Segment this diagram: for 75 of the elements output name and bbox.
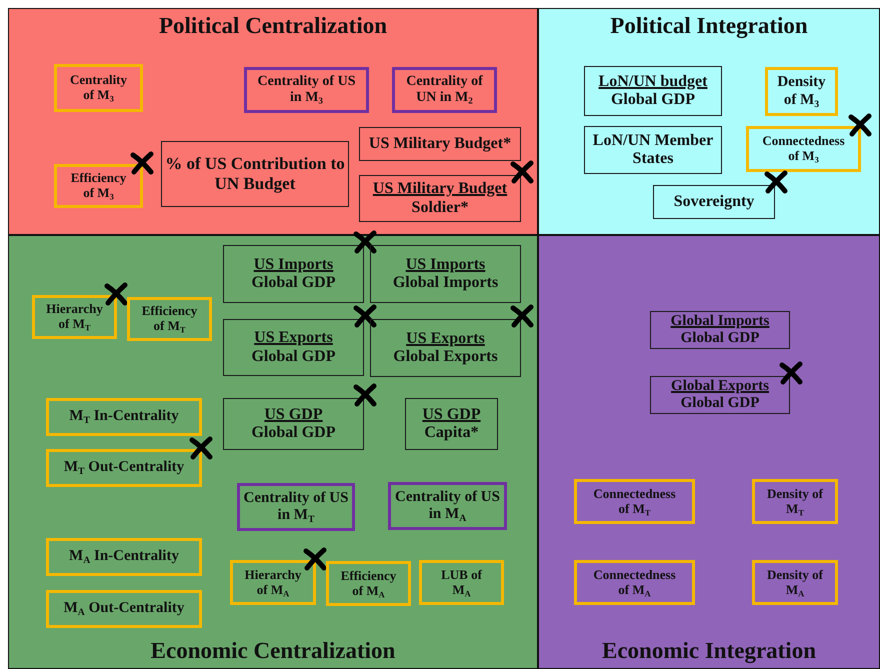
- measure-box: [46, 398, 202, 436]
- measure-label: Centrality of UN in M$_{2}$: [405, 74, 484, 106]
- quadrant-heading: Political Integration: [610, 12, 808, 40]
- measure-label: Density of M$_{T}$: [766, 486, 824, 516]
- measure-label: Connectedness of M$_{3}$: [761, 134, 846, 164]
- measure-label: M$_{T}$ Out-Centrality: [62, 459, 186, 477]
- ratio-denominator: Global GDP: [250, 348, 336, 366]
- measure-box: [54, 64, 143, 112]
- measure-label: LUB of M$_{A}$: [440, 568, 484, 598]
- measure-box: [244, 67, 369, 113]
- measure-label: Efficiency of M$_{T}$: [140, 304, 198, 334]
- measure-box: [752, 560, 838, 605]
- measure-box: [574, 560, 695, 605]
- measure-label: Hierarchy of M$_{T}$: [45, 302, 104, 332]
- ratio-denominator: Global GDP: [680, 395, 760, 412]
- measure-box: [392, 67, 497, 113]
- ratio-numerator: US Exports: [405, 330, 486, 348]
- measure-label: Density of M$_{A}$: [766, 568, 824, 598]
- ratio-numerator: US Imports: [404, 256, 486, 274]
- measure-label: Hierarchy of M$_{A}$: [244, 568, 302, 598]
- ratio-denominator: Soldier*: [410, 198, 470, 217]
- ratio-numerator: US GDP: [263, 406, 324, 424]
- ratio-numerator: US Imports: [252, 256, 334, 274]
- measure-label: M$_{T}$ In-Centrality: [68, 408, 180, 426]
- ratio-denominator: Global GDP: [680, 330, 760, 348]
- quadrant-panel: [8, 8, 538, 235]
- measure-box: [765, 67, 838, 116]
- measure-box: [46, 538, 202, 576]
- measure-box: [584, 126, 722, 174]
- measure-label: Density of M$_{3}$: [776, 74, 827, 109]
- measure-box: [574, 479, 695, 524]
- quadrant-panel: [538, 235, 880, 669]
- measure-label: % of US Contribution to UN Budget: [164, 154, 346, 194]
- quadrant-heading: Political Centralization: [158, 12, 388, 40]
- measure-label: Connectedness of M$_{T}$: [592, 486, 677, 516]
- ratio-numerator: US Military Budget: [372, 180, 508, 198]
- ratio-denominator: Global Imports: [392, 274, 500, 292]
- measure-label: Centrality of M$_{3}$: [68, 73, 128, 103]
- ratio-denominator: Global GDP: [250, 274, 336, 292]
- measure-label: LoN/UN Member States: [592, 132, 714, 168]
- measure-box: [370, 245, 521, 303]
- measure-label: Sovereignty: [672, 192, 756, 212]
- measure-label: Centrality of US in M$_{T}$: [242, 490, 350, 524]
- ratio-numerator: LoN/UN budget: [598, 72, 708, 91]
- measure-box: [388, 482, 507, 530]
- measure-label: Connectedness of M$_{A}$: [592, 568, 677, 598]
- ratio-numerator: Global Exports: [670, 378, 770, 395]
- measure-label: Centrality of US in M$_{3}$: [256, 74, 356, 106]
- ratio-denominator: Capita*: [423, 424, 480, 442]
- measure-box: [405, 398, 498, 450]
- measure-label: M$_{A}$ Out-Centrality: [62, 600, 186, 618]
- measure-box: [326, 561, 411, 606]
- ratio-denominator: Global GDP: [610, 91, 696, 110]
- ratio-denominator: Global GDP: [250, 424, 336, 442]
- measure-box: [650, 311, 790, 349]
- measure-box: [359, 127, 521, 161]
- measure-label: Centrality of US in M$_{A}$: [394, 488, 501, 524]
- measure-box: [46, 590, 202, 628]
- measure-label: Efficiency of M$_{3}$: [70, 171, 128, 201]
- measure-box: [419, 560, 504, 605]
- quadrant-heading: Economic Centralization: [150, 636, 396, 665]
- ratio-numerator: Global Imports: [670, 312, 770, 330]
- ratio-numerator: US GDP: [421, 406, 482, 424]
- measure-label: Efficiency of M$_{A}$: [340, 568, 398, 598]
- quadrant-panel: [538, 8, 880, 235]
- measure-label: US Military Budget*: [368, 134, 512, 154]
- measure-box: [237, 483, 355, 531]
- measure-box: [127, 297, 212, 341]
- measure-box: [752, 479, 838, 524]
- quadrant-heading: Economic Integration: [602, 636, 816, 666]
- measure-label: M$_{A}$ In-Centrality: [68, 548, 180, 566]
- ratio-denominator: Global Exports: [392, 348, 499, 366]
- ratio-numerator: US Exports: [253, 329, 334, 348]
- measure-box: [161, 141, 349, 207]
- measure-box: [584, 66, 722, 116]
